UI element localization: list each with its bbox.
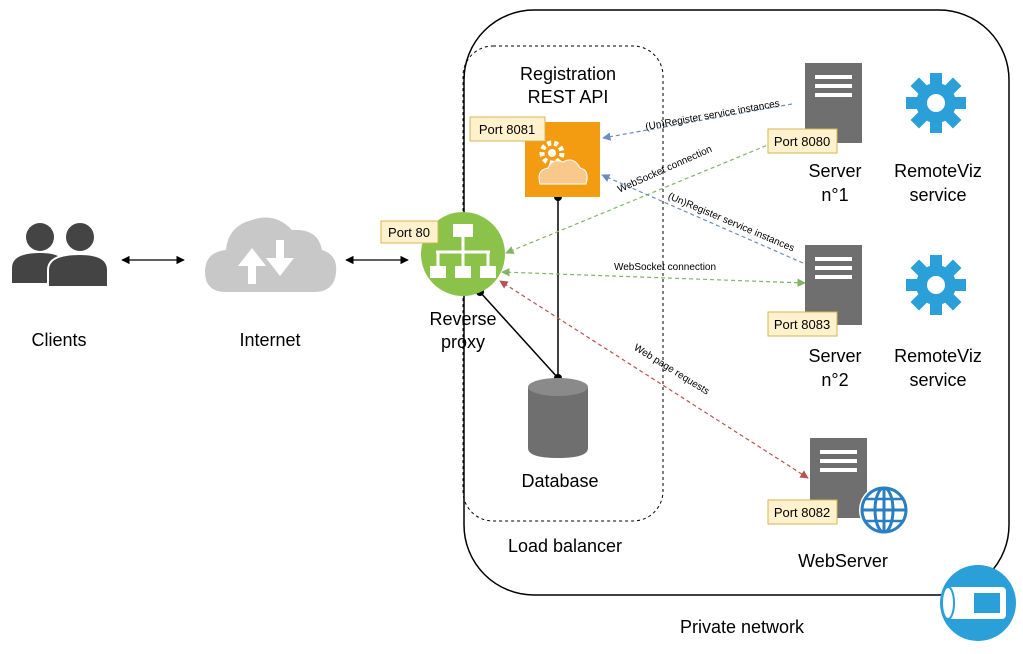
edge-label-websocket1: WebSocket connection bbox=[616, 144, 714, 196]
edge-label-register1: (Un)Register service instances bbox=[645, 98, 781, 132]
load-balancer-label: Load balancer bbox=[508, 536, 622, 556]
clients-label: Clients bbox=[31, 330, 86, 350]
port-label-registration: Port 8081 bbox=[479, 122, 535, 137]
server1-label-line1: Server bbox=[808, 161, 861, 181]
port-label-proxy: Port 80 bbox=[388, 225, 430, 240]
port-label-server2: Port 8083 bbox=[774, 317, 830, 332]
edge-websocket-server1 bbox=[505, 134, 793, 254]
server1-label-line2: n°1 bbox=[821, 185, 848, 205]
port-badge-server2 bbox=[767, 311, 838, 337]
port-label-webserver: Port 8082 bbox=[774, 505, 830, 520]
server2-label-line1: Server bbox=[808, 346, 861, 366]
reverse-proxy-label-line1: Reverse bbox=[429, 309, 496, 329]
webserver-label: WebServer bbox=[798, 551, 888, 571]
port-badge-registration bbox=[469, 116, 546, 142]
port-label-server1: Port 8080 bbox=[774, 134, 830, 149]
registration-api-label-line1: Registration bbox=[520, 64, 616, 84]
port-badge-webserver bbox=[767, 499, 838, 525]
clients-icon bbox=[12, 221, 109, 288]
router-icon bbox=[940, 565, 1016, 641]
port-badge-proxy bbox=[380, 220, 439, 244]
remoteviz2-label-line1: RemoteViz bbox=[894, 346, 982, 366]
edge-proxy-database bbox=[479, 291, 559, 379]
private-network-label: Private network bbox=[680, 617, 805, 637]
registration-api-icon bbox=[525, 122, 600, 197]
database-icon bbox=[528, 378, 588, 458]
internet-label: Internet bbox=[239, 330, 300, 350]
server2-label-line2: n°2 bbox=[821, 370, 848, 390]
registration-api-label-line2: REST API bbox=[528, 87, 609, 107]
reverse-proxy-label-line2: proxy bbox=[441, 332, 485, 352]
edge-websocket-server2 bbox=[501, 268, 806, 287]
edge-label-websocket2: WebSocket connection bbox=[614, 262, 716, 273]
gear-icon bbox=[906, 73, 966, 133]
edge-webpage-requests bbox=[499, 280, 809, 479]
remoteviz2-label-line2: service bbox=[909, 370, 966, 390]
edge-label-webpage: Web page requests bbox=[632, 342, 711, 397]
reverse-proxy-icon bbox=[421, 212, 505, 296]
edge-register-server2 bbox=[601, 174, 804, 264]
remoteviz1-label-line2: service bbox=[909, 185, 966, 205]
port-badge-server1 bbox=[767, 128, 838, 154]
private-network-boundary bbox=[463, 9, 1010, 596]
internet-cloud-icon bbox=[205, 217, 337, 292]
gear-icon bbox=[906, 255, 966, 315]
database-label: Database bbox=[521, 471, 598, 491]
remoteviz1-label-line1: RemoteViz bbox=[894, 161, 982, 181]
edge-label-register2: (Un)Register service instances bbox=[666, 191, 796, 254]
globe-icon bbox=[859, 485, 909, 535]
